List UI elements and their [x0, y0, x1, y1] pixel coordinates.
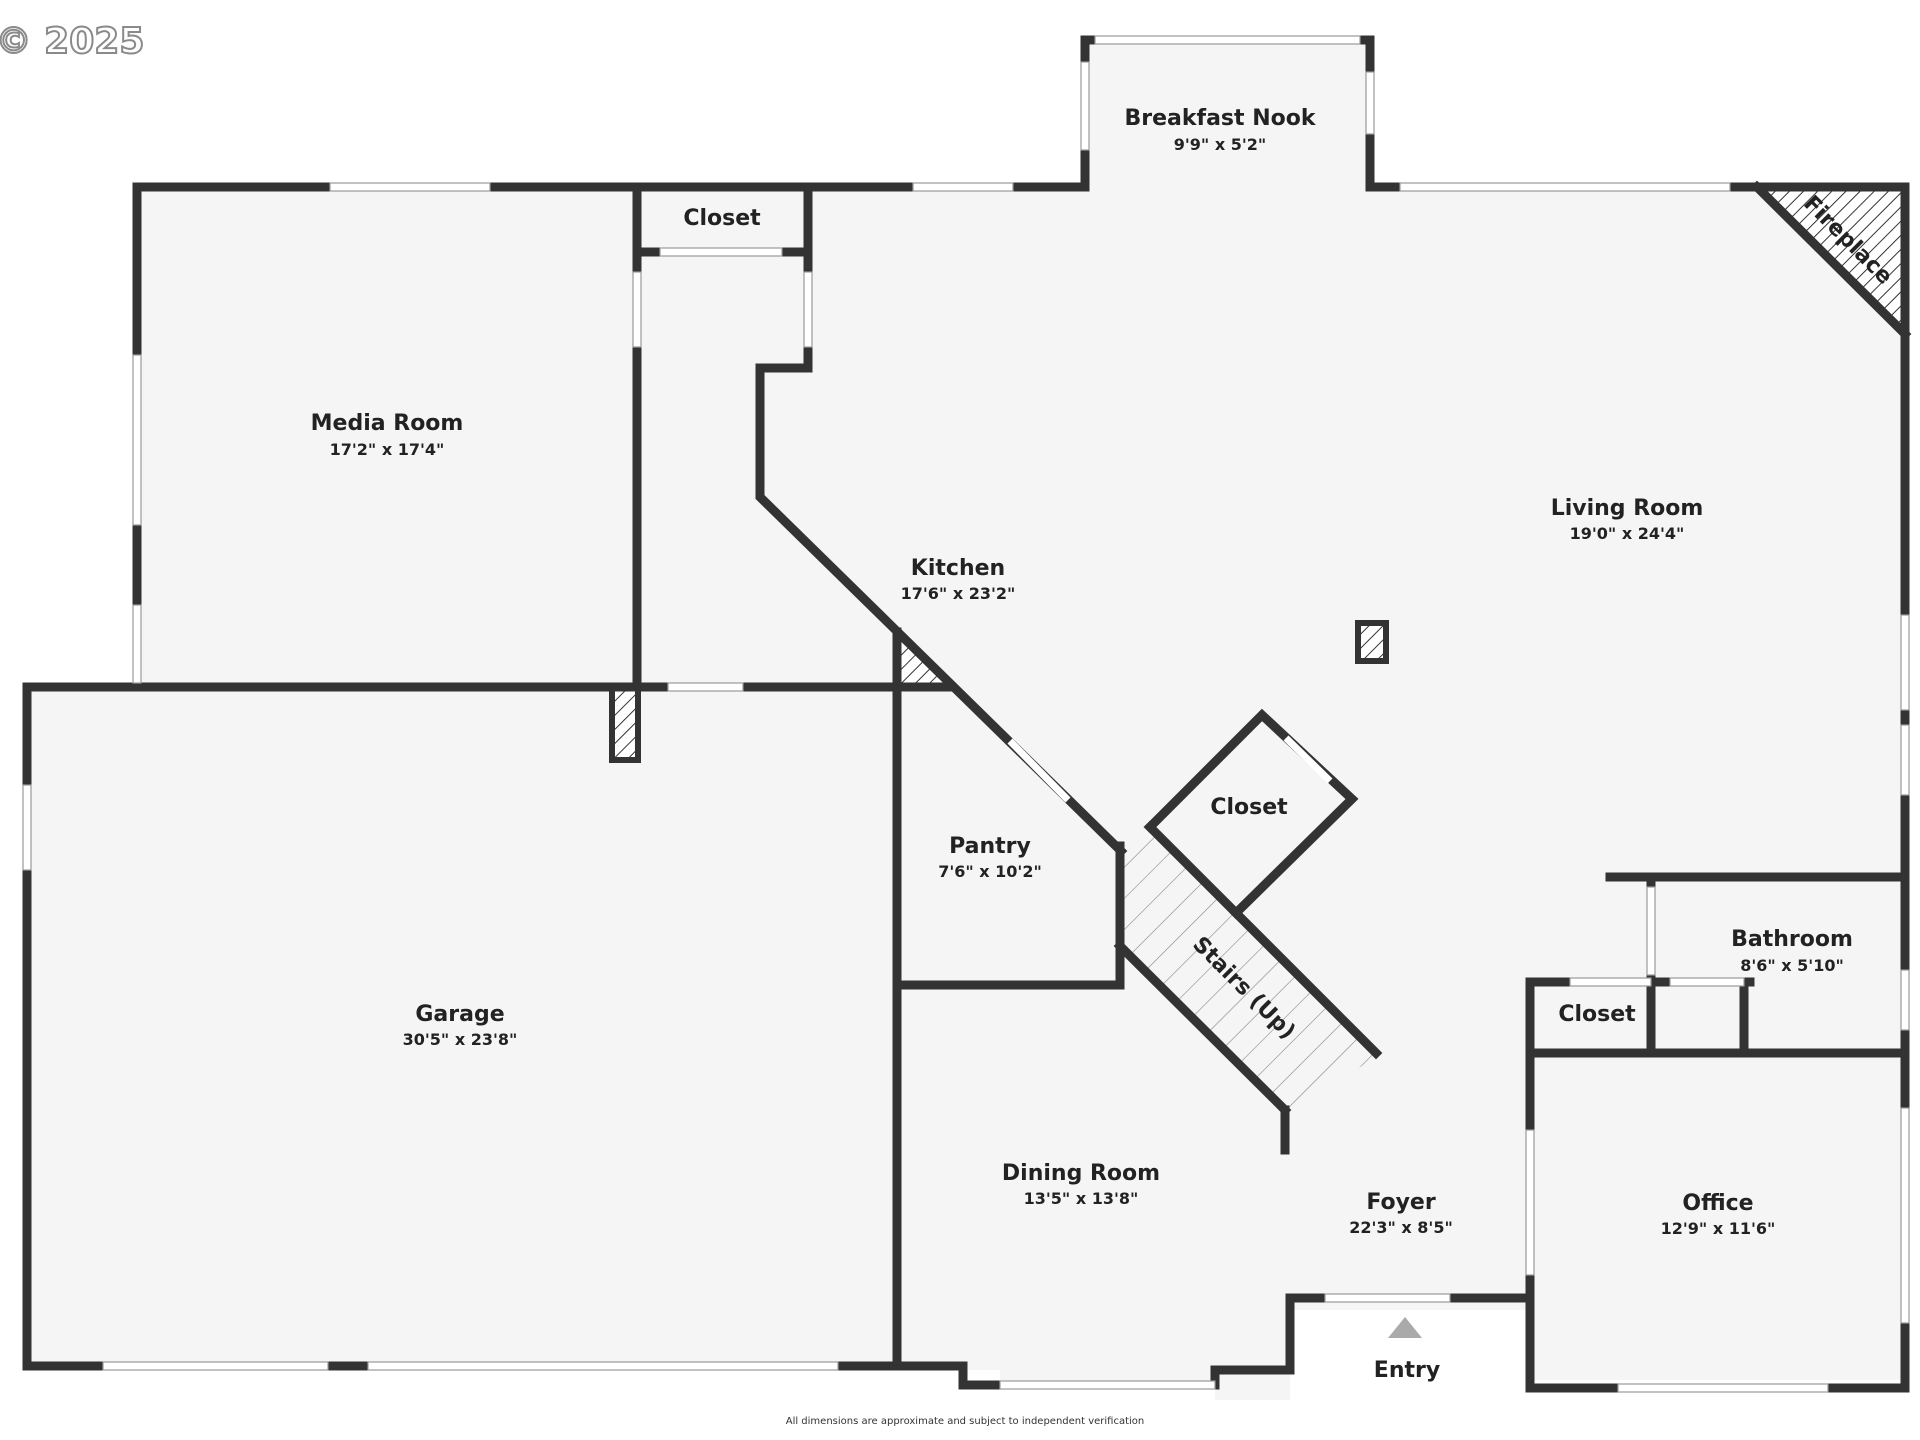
media-room-dims: 17'2" x 17'4": [330, 440, 445, 459]
windows: [22, 35, 1910, 1393]
post-living: [1355, 620, 1389, 664]
kitchen-name: Kitchen: [911, 556, 1005, 581]
media-room-name: Media Room: [311, 411, 464, 436]
closet-top-name: Closet: [683, 206, 761, 231]
foyer-dims: 22'3" x 8'5": [1349, 1218, 1453, 1237]
closet-center-name: Closet: [1210, 795, 1288, 820]
dining-room-dims: 13'5" x 13'8": [1024, 1189, 1139, 1208]
post-garage: [609, 684, 641, 763]
foyer-name: Foyer: [1366, 1190, 1436, 1215]
living-room-dims: 19'0" x 24'4": [1570, 524, 1685, 543]
office-name: Office: [1682, 1191, 1753, 1216]
stairs-hatch: [1120, 827, 1378, 1113]
entry-name: Entry: [1374, 1358, 1440, 1383]
breakfast-nook-name: Breakfast Nook: [1125, 106, 1317, 131]
watermark: © 2025: [0, 21, 144, 62]
office-dims: 12'9" x 11'6": [1661, 1219, 1776, 1238]
pantry-name: Pantry: [949, 834, 1031, 859]
opening-kitchen-pantry: [1007, 738, 1071, 803]
opening-closet: [1283, 735, 1333, 784]
living-room-name: Living Room: [1551, 496, 1704, 521]
entry-arrow-icon: [1388, 1317, 1422, 1338]
garage-name: Garage: [415, 1002, 504, 1027]
floor-area: [27, 44, 1905, 1400]
pantry-dims: 7'6" x 10'2": [938, 862, 1042, 881]
dining-room-name: Dining Room: [1002, 1161, 1160, 1186]
kitchen-dims: 17'6" x 23'2": [901, 584, 1016, 603]
footer-note: All dimensions are approximate and subje…: [786, 1416, 1145, 1427]
garage-dims: 30'5" x 23'8": [403, 1030, 518, 1049]
breakfast-nook-dims: 9'9" x 5'2": [1174, 135, 1266, 154]
bathroom-dims: 8'6" x 5'10": [1740, 956, 1844, 975]
bathroom-name: Bathroom: [1731, 927, 1853, 952]
closet-right-name: Closet: [1558, 1002, 1636, 1027]
